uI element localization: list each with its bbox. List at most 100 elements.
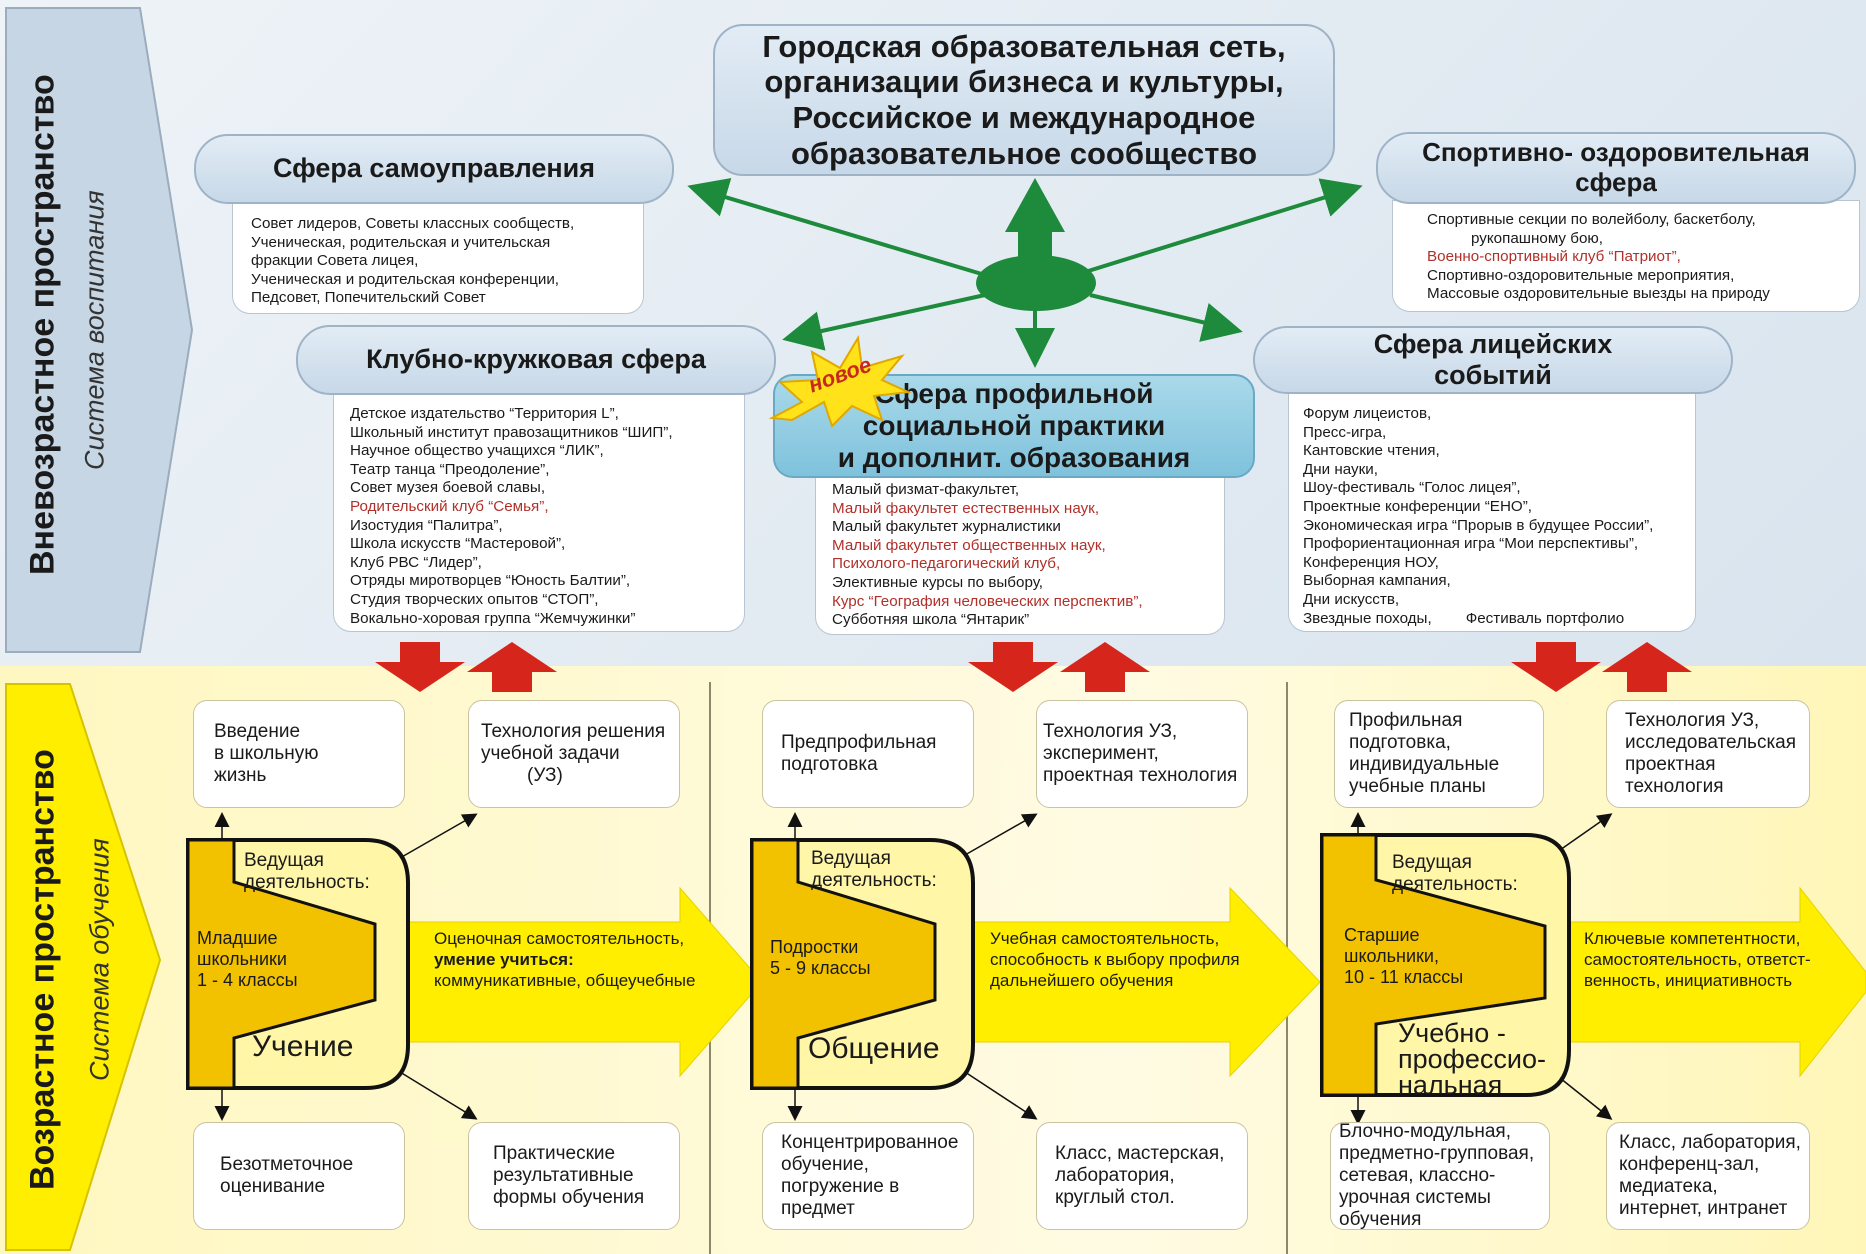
lead-line: Ведущая [811,848,891,869]
list-item: Малый факультет журналистики [832,518,1061,536]
cell-line: в школьную [214,743,319,764]
arrow-text-line: Учебная самостоятельность, [990,929,1220,948]
list-item: Детское издательство “Территория L”, [350,405,619,422]
stage-2-lead-label: Ведущая деятельность: [811,848,937,892]
stage-1-age-label: Младшие школьники 1 - 4 классы [197,928,298,991]
stage-2-activity: Общение [808,1034,940,1064]
stage-3-shape [1320,812,1613,1125]
cell-line: индивидуальные [1349,754,1500,775]
list-item: Кантовские чтения, [1303,442,1440,460]
list-item: Педсовет, Попечительский Совет [251,289,486,307]
stage-1-arrow-text: Оценочная самостоятельность, умение учит… [434,928,695,991]
cell-line: Технология решения [481,721,666,742]
cell-line: оценивание [220,1176,326,1197]
cell-line: Технология УЗ, [1043,721,1178,742]
stage-3-lead-label: Ведущая деятельность: [1392,852,1518,896]
stage-2-bottom-right: Класс, мастерская, лаборатория, круглый … [1036,1122,1248,1230]
cell-line: Блочно-модульная, [1339,1121,1511,1142]
red-exchange-arrows [375,642,1692,692]
hub-line: организации бизнеса и культуры, [764,64,1284,100]
list-item: Пресс-игра, [1303,423,1387,441]
age-line: школьники, [1344,946,1439,966]
cell-line: Профильная [1349,710,1463,731]
stage-3-bottom-right: Класс, лаборатория, конференц-зал, медиа… [1606,1122,1810,1230]
cell-line: результативные [493,1165,634,1186]
list-item: Субботняя школа “Янтарик” [832,611,1030,629]
profile-title-line: социальной практики [862,409,1166,441]
hub-line: Городская образовательная сеть, [762,28,1286,64]
arrow-text-line: венность, инициативность [1584,971,1793,990]
age-line: 10 - 11 классы [1344,967,1464,987]
events-title-line: событий [1434,360,1552,390]
stage-1-bottom-left: Безотметочное оценивание [193,1122,405,1230]
age-line: Подростки [770,937,859,957]
cell-line: эксперимент, [1043,743,1159,764]
lead-line: Ведущая [1392,852,1472,873]
cell-line: подготовка [781,754,878,775]
hub-line: образовательное сообщество [790,135,1258,171]
list-item: Форум лицеистов, [1303,405,1432,422]
list-item: Шоу-фестиваль “Голос лицея”, [1303,479,1521,497]
stage-1-shape [186,812,478,1121]
stage-3-arrow-text: Ключевые компетентности, самостоятельнос… [1584,928,1811,991]
list-item: Дни искусств, [1303,590,1400,608]
cell-line: обучения [1339,1209,1422,1230]
cell-line: исследовательская [1625,732,1797,753]
stage-3-top-right: Технология УЗ, исследовательская проектн… [1606,700,1810,808]
list-item: Клуб РВС “Лидер”, [350,553,482,571]
list-item: Выборная кампания, [1303,572,1451,590]
list-item: Школа искусств “Мастеровой”, [350,535,566,553]
age-line: Младшие [197,928,278,948]
list-item: Театр танца “Преодоление”, [350,460,550,478]
stage-2-top-left: Предпрофильная подготовка [762,700,974,808]
events-list: Форум лицеистов, Пресс-игра, Кантовские … [1288,392,1696,632]
age-line: Старшие [1344,925,1420,945]
list-item: Ученическая и родительская конференции, [251,270,560,288]
cell-line: интернет, интранет [1619,1198,1788,1219]
list-item: Фестиваль портфолио [1465,609,1625,627]
lead-line: деятельность: [811,870,937,891]
cell-line: лаборатория, [1055,1165,1175,1186]
stage-2-arrow-text: Учебная самостоятельность, способность к… [990,928,1240,991]
list-item: Совет музея боевой славы, [350,479,546,497]
sport-title: Спортивно- оздоровительная сфера [1376,132,1856,204]
cell-line: Класс, мастерская, [1055,1143,1225,1164]
stage-3-bottom-left: Блочно-модульная, предметно-групповая, с… [1330,1121,1550,1230]
cell-line: формы обучения [493,1187,645,1208]
arrow-text-line: Ключевые компетентности, [1584,929,1801,948]
activity-line: нальная [1398,1070,1503,1100]
stage-2-top-right: Технология УЗ, эксперимент, проектная те… [1036,700,1248,808]
lead-line: деятельность: [1392,874,1518,895]
arrow-text-line: самостоятельность, ответст- [1584,950,1811,969]
list-item: Дни науки, [1303,460,1378,478]
profile-list: Малый физмат-факультет, Малый факультет … [815,470,1225,635]
stage-2-age-label: Подростки 5 - 9 классы [770,937,871,979]
cell-line: предмет [781,1198,855,1219]
arrow-text-line: дальнейшего обучения [990,971,1174,990]
list-item: Спортивно-оздоровительные мероприятия, [1427,266,1735,284]
cell-line: Безотметочное [220,1154,354,1175]
list-item: Студия творческих опытов “СТОП”, [350,590,599,608]
arrow-text-line: коммуникативные, общеучебные [434,971,696,990]
list-item: Профориентационная игра “Мои перспективы… [1303,535,1639,553]
cell-line: медиатека, [1619,1176,1718,1197]
cell-line: Концентрированное [781,1132,959,1153]
profile-title-line: Сфера профильной [874,377,1154,409]
list-item: Элективные курсы по выбору, [832,573,1044,591]
stage-1-bottom-right: Практические результативные формы обучен… [468,1122,680,1230]
list-item: Совет лидеров, Советы классных сообществ… [251,215,575,232]
cell-line: круглый стол. [1055,1187,1175,1208]
sport-title-line: сфера [1575,167,1657,197]
cell-line: проектная [1625,754,1716,775]
list-item: Спортивные секции по волейболу, баскетбо… [1427,211,1756,228]
cell-line: обучение, [781,1154,869,1175]
list-item: Проектные конференции “ЕНО”, [1303,497,1532,515]
left-label-chevrons [5,7,194,1251]
list-item: Малый физмат-факультет, [832,481,1020,498]
stage-1-top-left: Введение в школьную жизнь [193,700,405,808]
cell-line: сетевая, классно- [1339,1165,1496,1186]
list-item: Вокально-хоровая группа “Жемчужинки” [350,609,636,627]
self-gov-title: Сфера самоуправления [194,134,674,204]
stage-3-activity: Учебно - профессио- нальная [1398,1020,1546,1100]
cell-line: Технология УЗ, [1625,710,1760,731]
